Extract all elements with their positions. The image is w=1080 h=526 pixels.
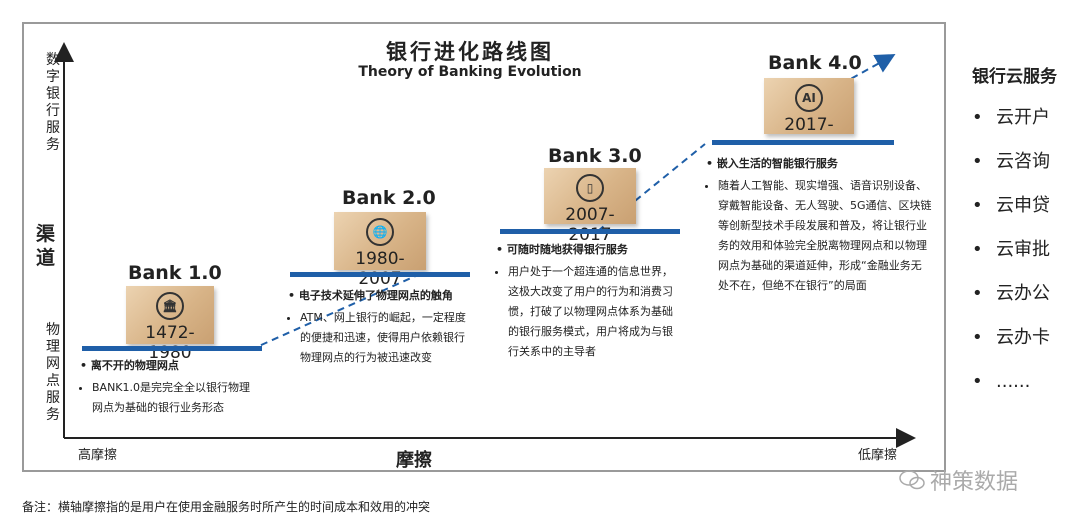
stage-3-card: ▯ 2007-2017 bbox=[544, 168, 636, 245]
stage-2-bar bbox=[290, 272, 470, 277]
diagram-subtitle: Theory of Banking Evolution bbox=[358, 64, 582, 80]
sidebar-item: •云办卡 bbox=[972, 327, 1050, 348]
watermark: 神策数据 bbox=[930, 470, 1019, 495]
stage-1-bullet: BANK1.0是完完全全以银行物理网点为基础的银行业务形态 bbox=[92, 378, 260, 418]
stage-3-heading: 可随时随地获得银行服务 bbox=[496, 240, 682, 260]
stage-1-heading: 离不开的物理网点 bbox=[80, 356, 260, 376]
stage-3-bullet: 用户处于一个超连通的信息世界，这极大改变了用户的行为和消费习惯，打破了以物理网点… bbox=[508, 262, 682, 362]
sidebar-title: 银行云服务 bbox=[972, 67, 1057, 87]
stage-3-bar bbox=[500, 229, 680, 234]
stage-4-bullet: 随着人工智能、现实增强、语音识别设备、穿戴智能设备、无人驾驶、5G通信、区块链等… bbox=[718, 176, 932, 296]
stage-1-name: Bank 1.0 bbox=[128, 262, 222, 284]
stage-4-bar bbox=[712, 140, 894, 145]
x-axis-label: 摩擦 bbox=[396, 450, 432, 471]
stage-1-description: 离不开的物理网点 BANK1.0是完完全全以银行物理网点为基础的银行业务形态 bbox=[80, 356, 260, 418]
stage-2-bullet: ATM、网上银行的崛起，一定程度的便捷和迅速，使得用户依赖银行物理网点的行为被迅… bbox=[300, 308, 470, 368]
stage-2-name: Bank 2.0 bbox=[342, 187, 436, 209]
ai-icon: AI bbox=[795, 84, 823, 112]
diagram-frame bbox=[22, 22, 946, 472]
sidebar-item: •...... bbox=[972, 371, 1031, 392]
stage-4-description: 嵌入生活的智能银行服务 随着人工智能、现实增强、语音识别设备、穿戴智能设备、无人… bbox=[706, 154, 932, 296]
stage-4-name: Bank 4.0 bbox=[768, 52, 862, 74]
stage-2-description: 电子技术延伸了物理网点的触角 ATM、网上银行的崛起，一定程度的便捷和迅速，使得… bbox=[288, 286, 470, 368]
sidebar-item: •云咨询 bbox=[972, 151, 1050, 172]
sidebar-list: •云开户 •云咨询 •云申贷 •云审批 •云办公 •云办卡 •...... bbox=[972, 96, 1050, 404]
sidebar-item: •云审批 bbox=[972, 239, 1050, 260]
bank-building-icon: 🏛 bbox=[156, 292, 184, 320]
y-axis-top-label: 数字银行服务 bbox=[46, 52, 60, 153]
stage-2-card: 🌐 1980-2007 bbox=[334, 212, 426, 289]
globe-icon: 🌐 bbox=[366, 218, 394, 246]
diagram-title: 银行进化路线图 bbox=[386, 40, 554, 64]
stage-4-heading: 嵌入生活的智能银行服务 bbox=[706, 154, 932, 174]
sidebar-item: •云开户 bbox=[972, 107, 1050, 128]
mobile-phone-icon: ▯ bbox=[576, 174, 604, 202]
stage-3-description: 可随时随地获得银行服务 用户处于一个超连通的信息世界，这极大改变了用户的行为和消… bbox=[496, 240, 682, 362]
sidebar-item: •云办公 bbox=[972, 283, 1050, 304]
stage-3-name: Bank 3.0 bbox=[548, 145, 642, 167]
stage-3-years: 2007-2017 bbox=[565, 205, 615, 245]
stage-1-card: 🏛 1472-1980 bbox=[126, 286, 214, 363]
wechat-icon bbox=[899, 470, 925, 490]
y-axis-bottom-label: 物理网点服务 bbox=[46, 322, 60, 423]
y-axis-label: 渠道 bbox=[36, 223, 56, 269]
stage-1-bar bbox=[82, 346, 262, 351]
footnote: 备注：横轴摩擦指的是用户在使用金融服务时所产生的时间成本和效用的冲突 bbox=[22, 500, 431, 514]
stage-4-card: AI 2017- bbox=[764, 78, 854, 135]
stage-2-heading: 电子技术延伸了物理网点的触角 bbox=[288, 286, 470, 306]
stage-2-years: 1980-2007 bbox=[355, 249, 405, 289]
x-axis-right-label: 低摩擦 bbox=[858, 448, 898, 463]
sidebar-item: •云申贷 bbox=[972, 195, 1050, 216]
stage-4-years: 2017- bbox=[784, 115, 834, 135]
x-axis-left-label: 高摩擦 bbox=[78, 448, 118, 463]
